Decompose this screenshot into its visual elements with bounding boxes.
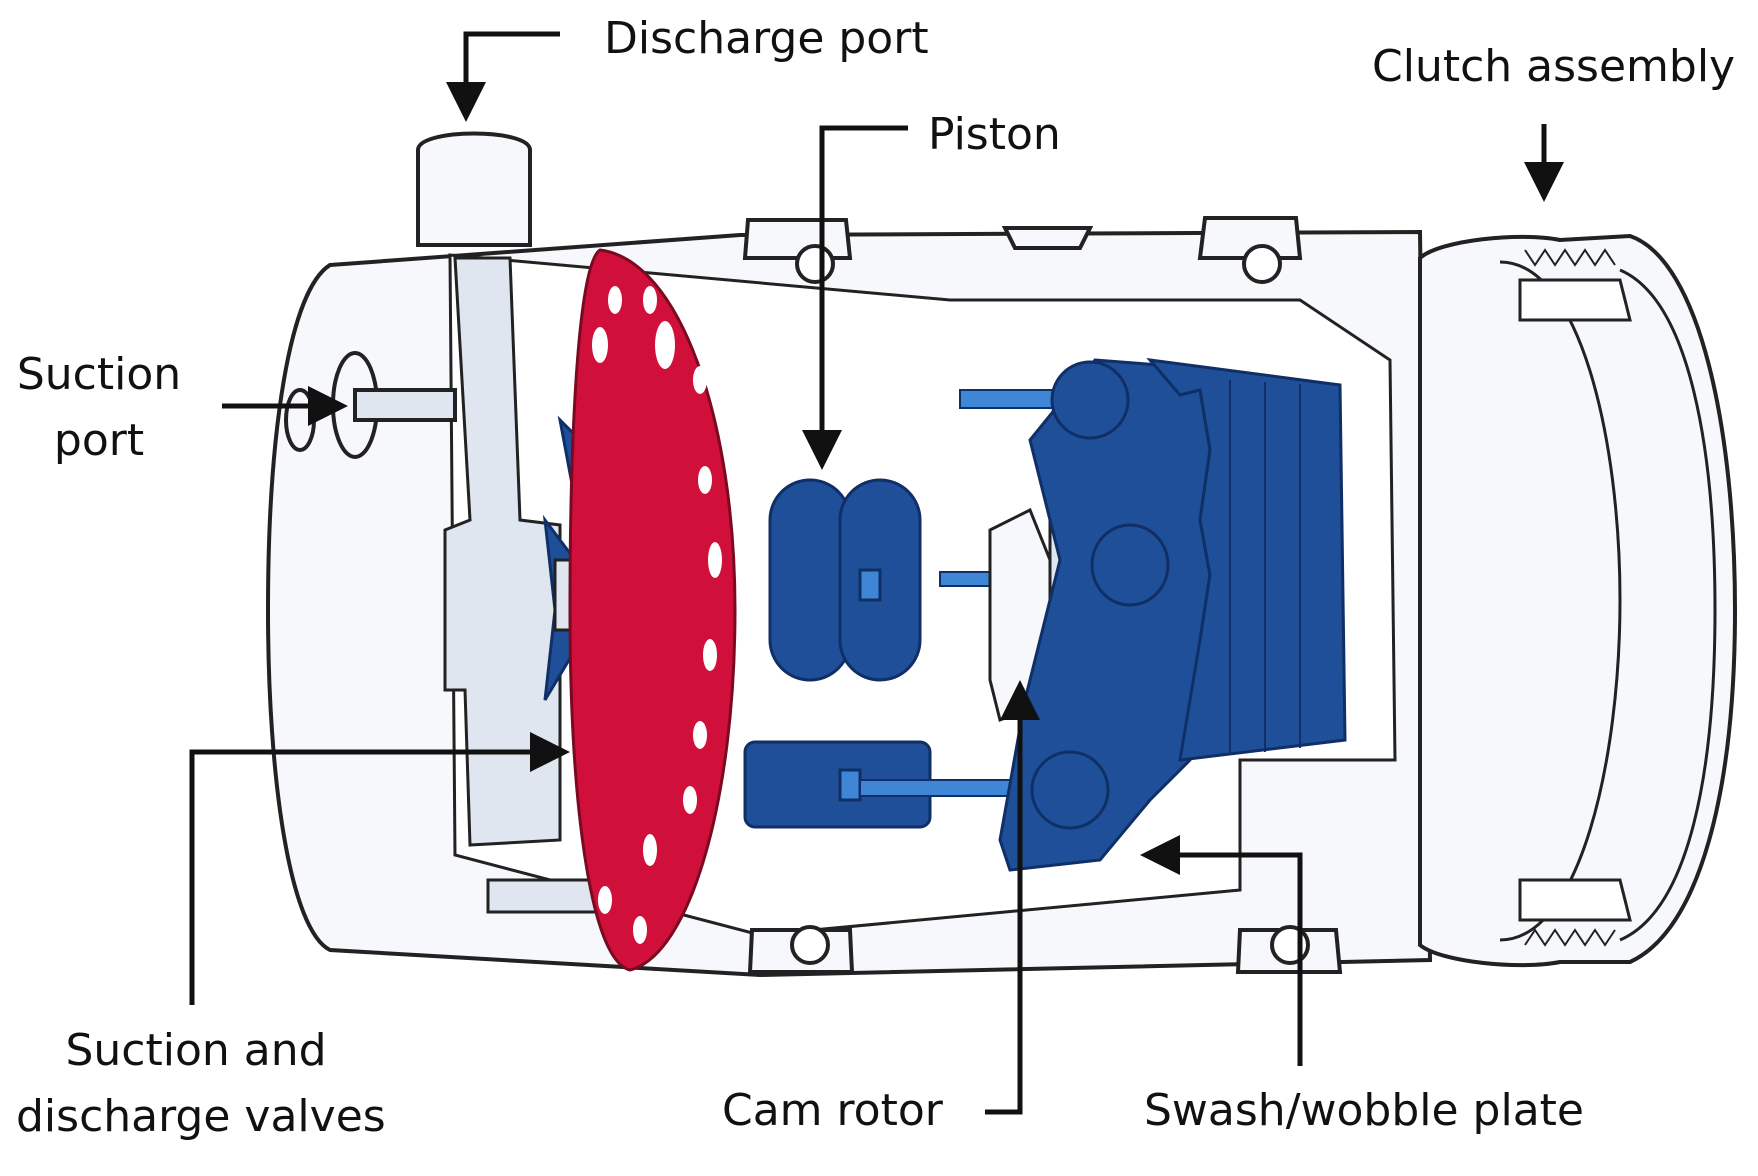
cam-rotor-leader [985,680,1040,1115]
suction-port-stub [284,351,457,459]
suction-port-label-line2: port [53,415,145,466]
piston-leader [802,125,908,470]
piston-label: Piston [928,109,1061,160]
valves-leader [189,732,570,1005]
swash-plate [998,358,1347,872]
discharge-port-stub [416,131,532,247]
swash-plate-label: Swash/wobble plate [1144,1085,1584,1136]
valves-label-line1: Suction and [65,1025,327,1076]
lower-piston [743,740,932,829]
leader-lines [189,31,1564,1115]
clutch-assembly-label: Clutch assembly [1372,41,1736,92]
suction-discharge-valves-label: Suction and discharge valves [16,1018,386,1150]
clutch-assembly [1418,233,1738,968]
upper-piston [768,478,922,682]
suction-port-label-line1: Suction [16,349,182,400]
suction-port-label: Suction port [14,342,184,474]
valves-label-line2: discharge valves [16,1091,386,1142]
swash-plate-leader [1140,835,1303,1066]
internal-passage [443,256,562,847]
discharge-port-leader [446,31,560,122]
cam-rotor-label: Cam rotor [722,1085,943,1136]
valve-plate [568,248,737,972]
discharge-port-label: Discharge port [604,13,929,64]
